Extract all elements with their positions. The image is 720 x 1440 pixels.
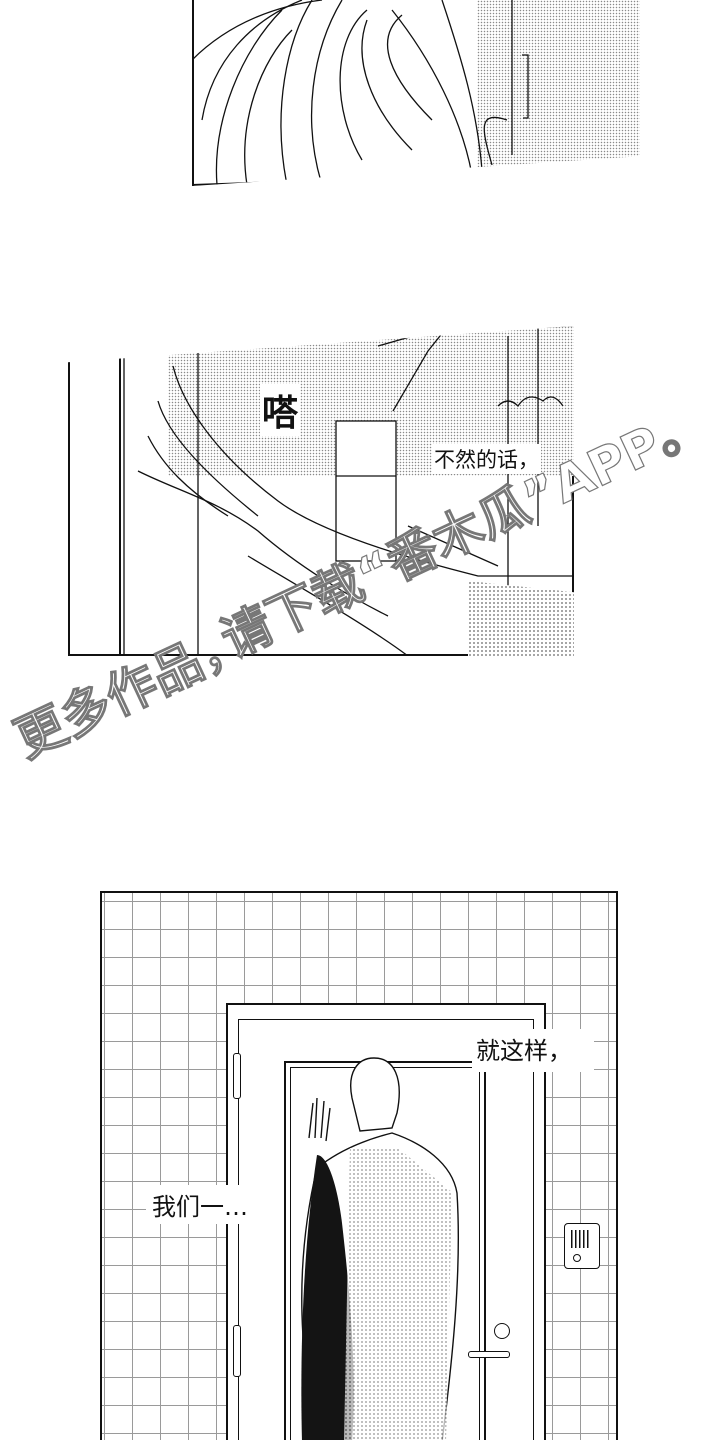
door-hinge-top: [233, 1053, 241, 1099]
panel-1-left-border: [192, 0, 194, 186]
dialogue-just-like-this: 就这样，: [472, 1029, 594, 1072]
panel-2: 嗒 不然的话，: [68, 326, 574, 656]
intercom-icon: [564, 1223, 600, 1269]
door-handle: [468, 1351, 510, 1358]
sfx-tap: 嗒: [260, 384, 301, 436]
dark-bag: [301, 1155, 354, 1440]
shirt-halftone: [344, 1148, 452, 1440]
hair-illustration: [192, 0, 529, 186]
door-hinge-bottom: [233, 1325, 241, 1377]
panel-1: [192, 0, 640, 186]
sleeve-halftone: [468, 581, 574, 656]
hand-on-door-illustration: [119, 326, 574, 656]
dialogue-otherwise: 不然的话，: [432, 444, 541, 474]
door-lock-icon: [494, 1323, 510, 1339]
dialogue-we: 我们一…: [146, 1185, 254, 1224]
panel-3: 就这样， 我们一…: [100, 891, 618, 1440]
wall-halftone: [477, 0, 640, 186]
